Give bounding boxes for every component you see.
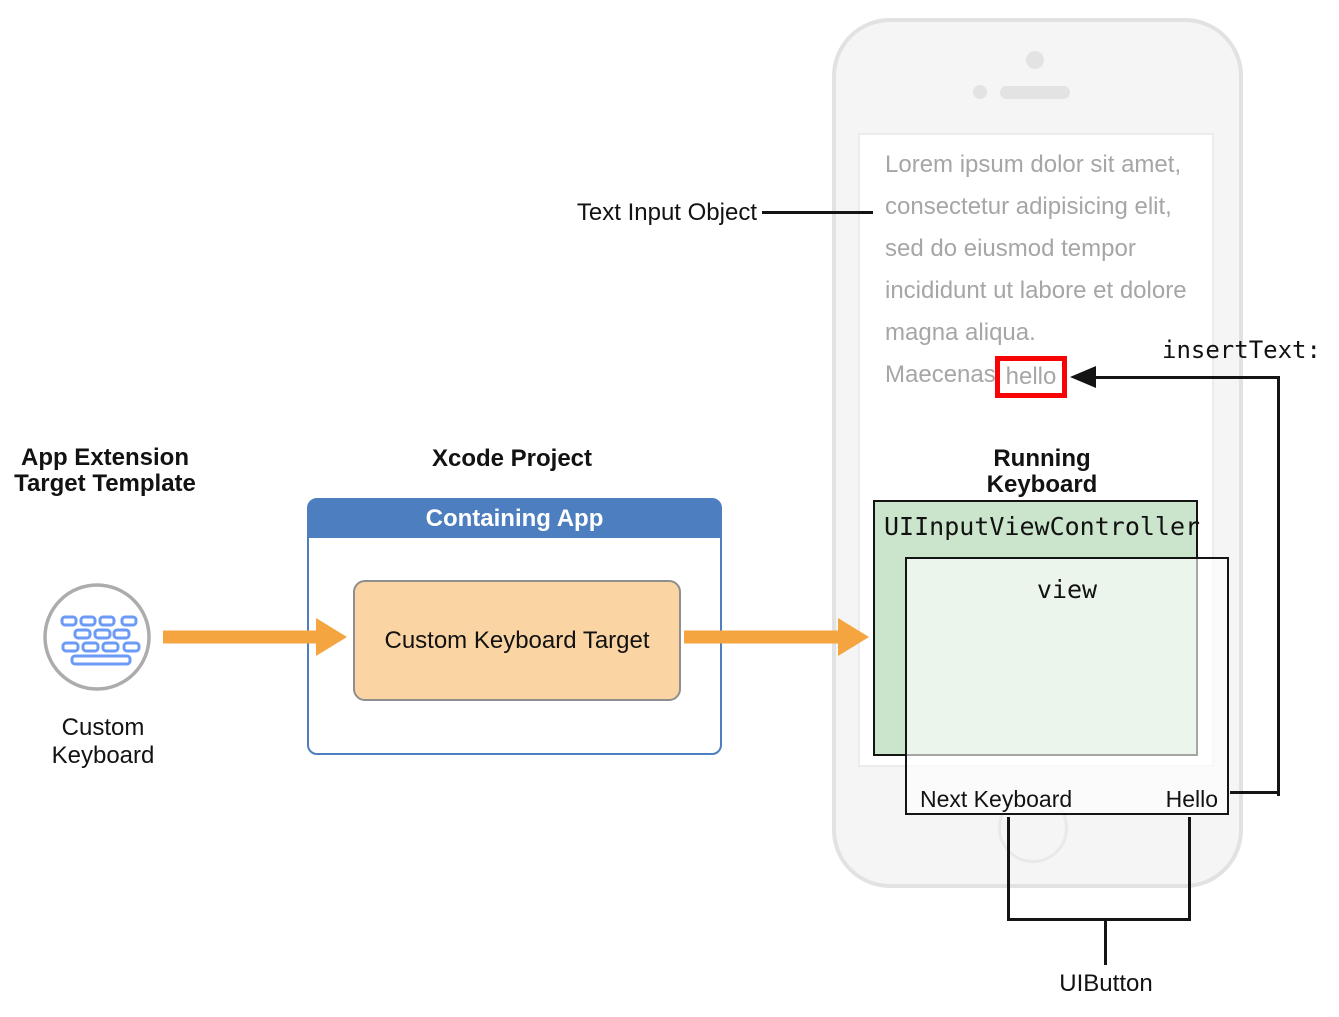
uibutton-bracket — [1188, 817, 1191, 921]
custom-keyboard-icon — [42, 582, 152, 692]
running-keyboard-title: Running Keyboard — [986, 445, 1098, 498]
lorem-line: incididunt ut labore et dolore — [885, 277, 1187, 304]
inserttext-connector-line — [1277, 376, 1280, 796]
inserttext-arrowhead-icon — [1070, 366, 1096, 388]
custom-keyboard-caption-line2: Keyboard — [51, 742, 155, 769]
uiinputviewcontroller-label: UIInputViewController — [884, 512, 1201, 541]
arrow-head — [838, 618, 869, 656]
inserted-word-highlight: hello — [995, 356, 1067, 398]
app-extension-title-line2: Target Template — [14, 470, 196, 497]
arrow-shaft — [684, 630, 840, 644]
lorem-line-prefix: Maecenas — [885, 361, 996, 388]
uibutton-bracket — [1007, 918, 1191, 921]
uibutton-label: UIButton — [1059, 970, 1153, 997]
view-box: view Next Keyboard Hello — [905, 557, 1229, 815]
speaker-icon — [1000, 86, 1070, 99]
text-input-object-label: Text Input Object — [576, 199, 757, 226]
inserttext-method-label: insertText: — [1162, 336, 1321, 364]
uibutton-bracket — [1104, 921, 1107, 965]
arrow-head — [316, 618, 347, 656]
custom-keyboard-target-box: Custom Keyboard Target — [353, 580, 681, 701]
app-extension-title: App Extension Target Template — [0, 445, 210, 497]
lorem-line: sed do eiusmod tempor — [885, 235, 1136, 262]
flow-arrow-left-icon — [163, 618, 347, 656]
containing-app-header: Containing App — [309, 500, 720, 538]
lorem-line: Lorem ipsum dolor sit amet, — [885, 151, 1182, 178]
flow-arrow-right-icon — [684, 618, 869, 656]
arrow-shaft — [163, 630, 318, 644]
custom-keyboard-caption-line1: Custom — [61, 714, 145, 741]
next-keyboard-button-label: Next Keyboard — [920, 786, 1073, 812]
xcode-project-title: Xcode Project — [431, 445, 593, 472]
uibutton-bracket — [1007, 817, 1010, 921]
lorem-line: magna aliqua. — [885, 319, 1036, 346]
lorem-line: consectetur adipisicing elit, — [885, 193, 1172, 220]
sensor-icon — [973, 85, 987, 99]
hello-button-label: Hello — [1165, 786, 1218, 812]
keyboard-icon-svg — [43, 583, 151, 691]
text-input-object-callout-line — [762, 211, 873, 214]
custom-keyboard-caption: Custom Keyboard — [0, 714, 206, 770]
inserttext-connector-line — [1096, 376, 1280, 379]
hello-connector-line — [1230, 791, 1280, 794]
camera-icon — [1026, 51, 1044, 69]
app-extension-title-line1: App Extension — [20, 444, 189, 471]
view-label: view — [1036, 575, 1098, 604]
lorem-text: Lorem ipsum dolor sit amet, consectetur … — [885, 144, 1207, 396]
